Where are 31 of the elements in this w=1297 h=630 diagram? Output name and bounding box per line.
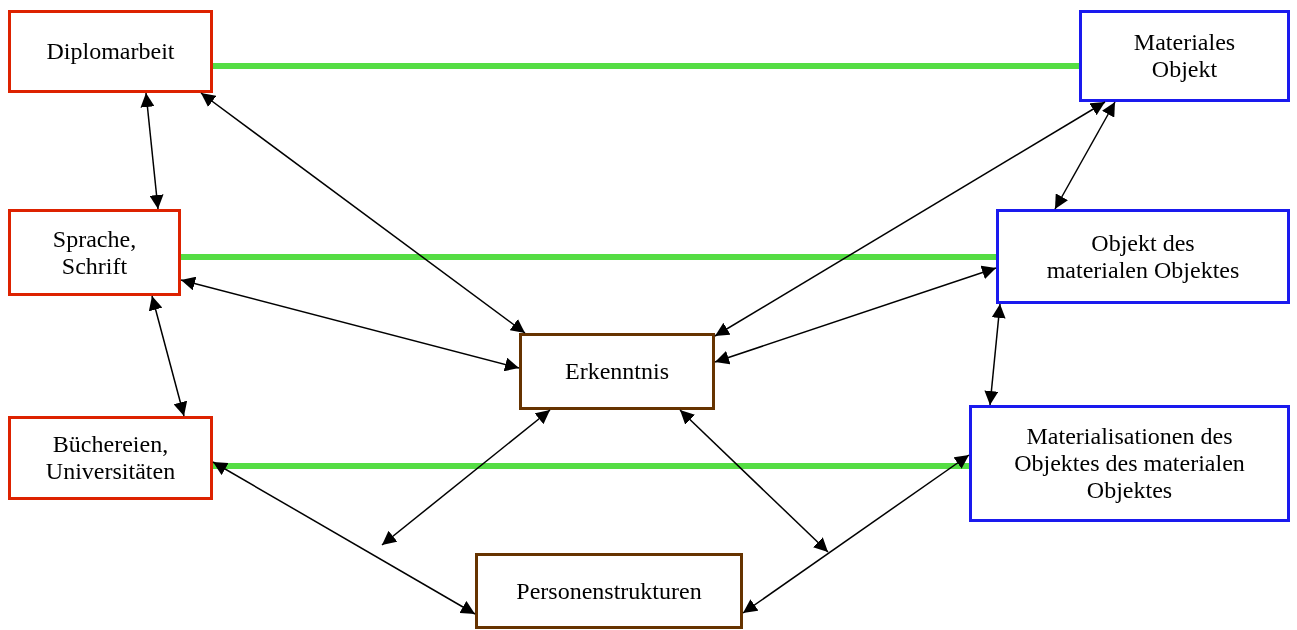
double-arrow <box>1054 101 1116 210</box>
double-arrow <box>714 265 997 365</box>
connector-line <box>213 463 969 469</box>
concept-box <box>8 209 181 296</box>
concept-box <box>1079 10 1290 102</box>
double-arrow <box>148 295 188 417</box>
box-label: Objekt des materialen Objektes <box>1045 229 1241 284</box>
concept-box <box>969 405 1290 522</box>
concept-box <box>519 333 715 410</box>
double-arrow <box>984 303 1006 406</box>
connector-line <box>181 254 996 260</box>
concept-box <box>996 209 1290 304</box>
double-arrow <box>180 276 520 372</box>
concept-box <box>8 10 213 93</box>
box-label: Materiales Objekt <box>1132 29 1237 83</box>
box-label: Erkenntnis <box>565 358 669 385</box>
double-arrow <box>742 454 970 614</box>
box-label: Büchereien, Universitäten <box>44 431 177 485</box>
double-arrow <box>679 409 829 553</box>
box-label: Sprache, Schrift <box>51 225 138 280</box>
double-arrow <box>714 101 1106 337</box>
box-label: Personenstrukturen <box>516 577 702 605</box>
double-arrow <box>140 92 164 210</box>
double-arrow <box>212 461 476 615</box>
concept-box <box>475 553 743 629</box>
double-arrow <box>200 92 526 334</box>
box-label: Materialisationen des Objektes des materialen Objektes <box>1013 423 1246 504</box>
box-label: Diplomarbeit <box>46 38 175 65</box>
connector-line <box>213 63 1079 69</box>
double-arrow <box>381 409 551 546</box>
concept-box <box>8 416 213 500</box>
